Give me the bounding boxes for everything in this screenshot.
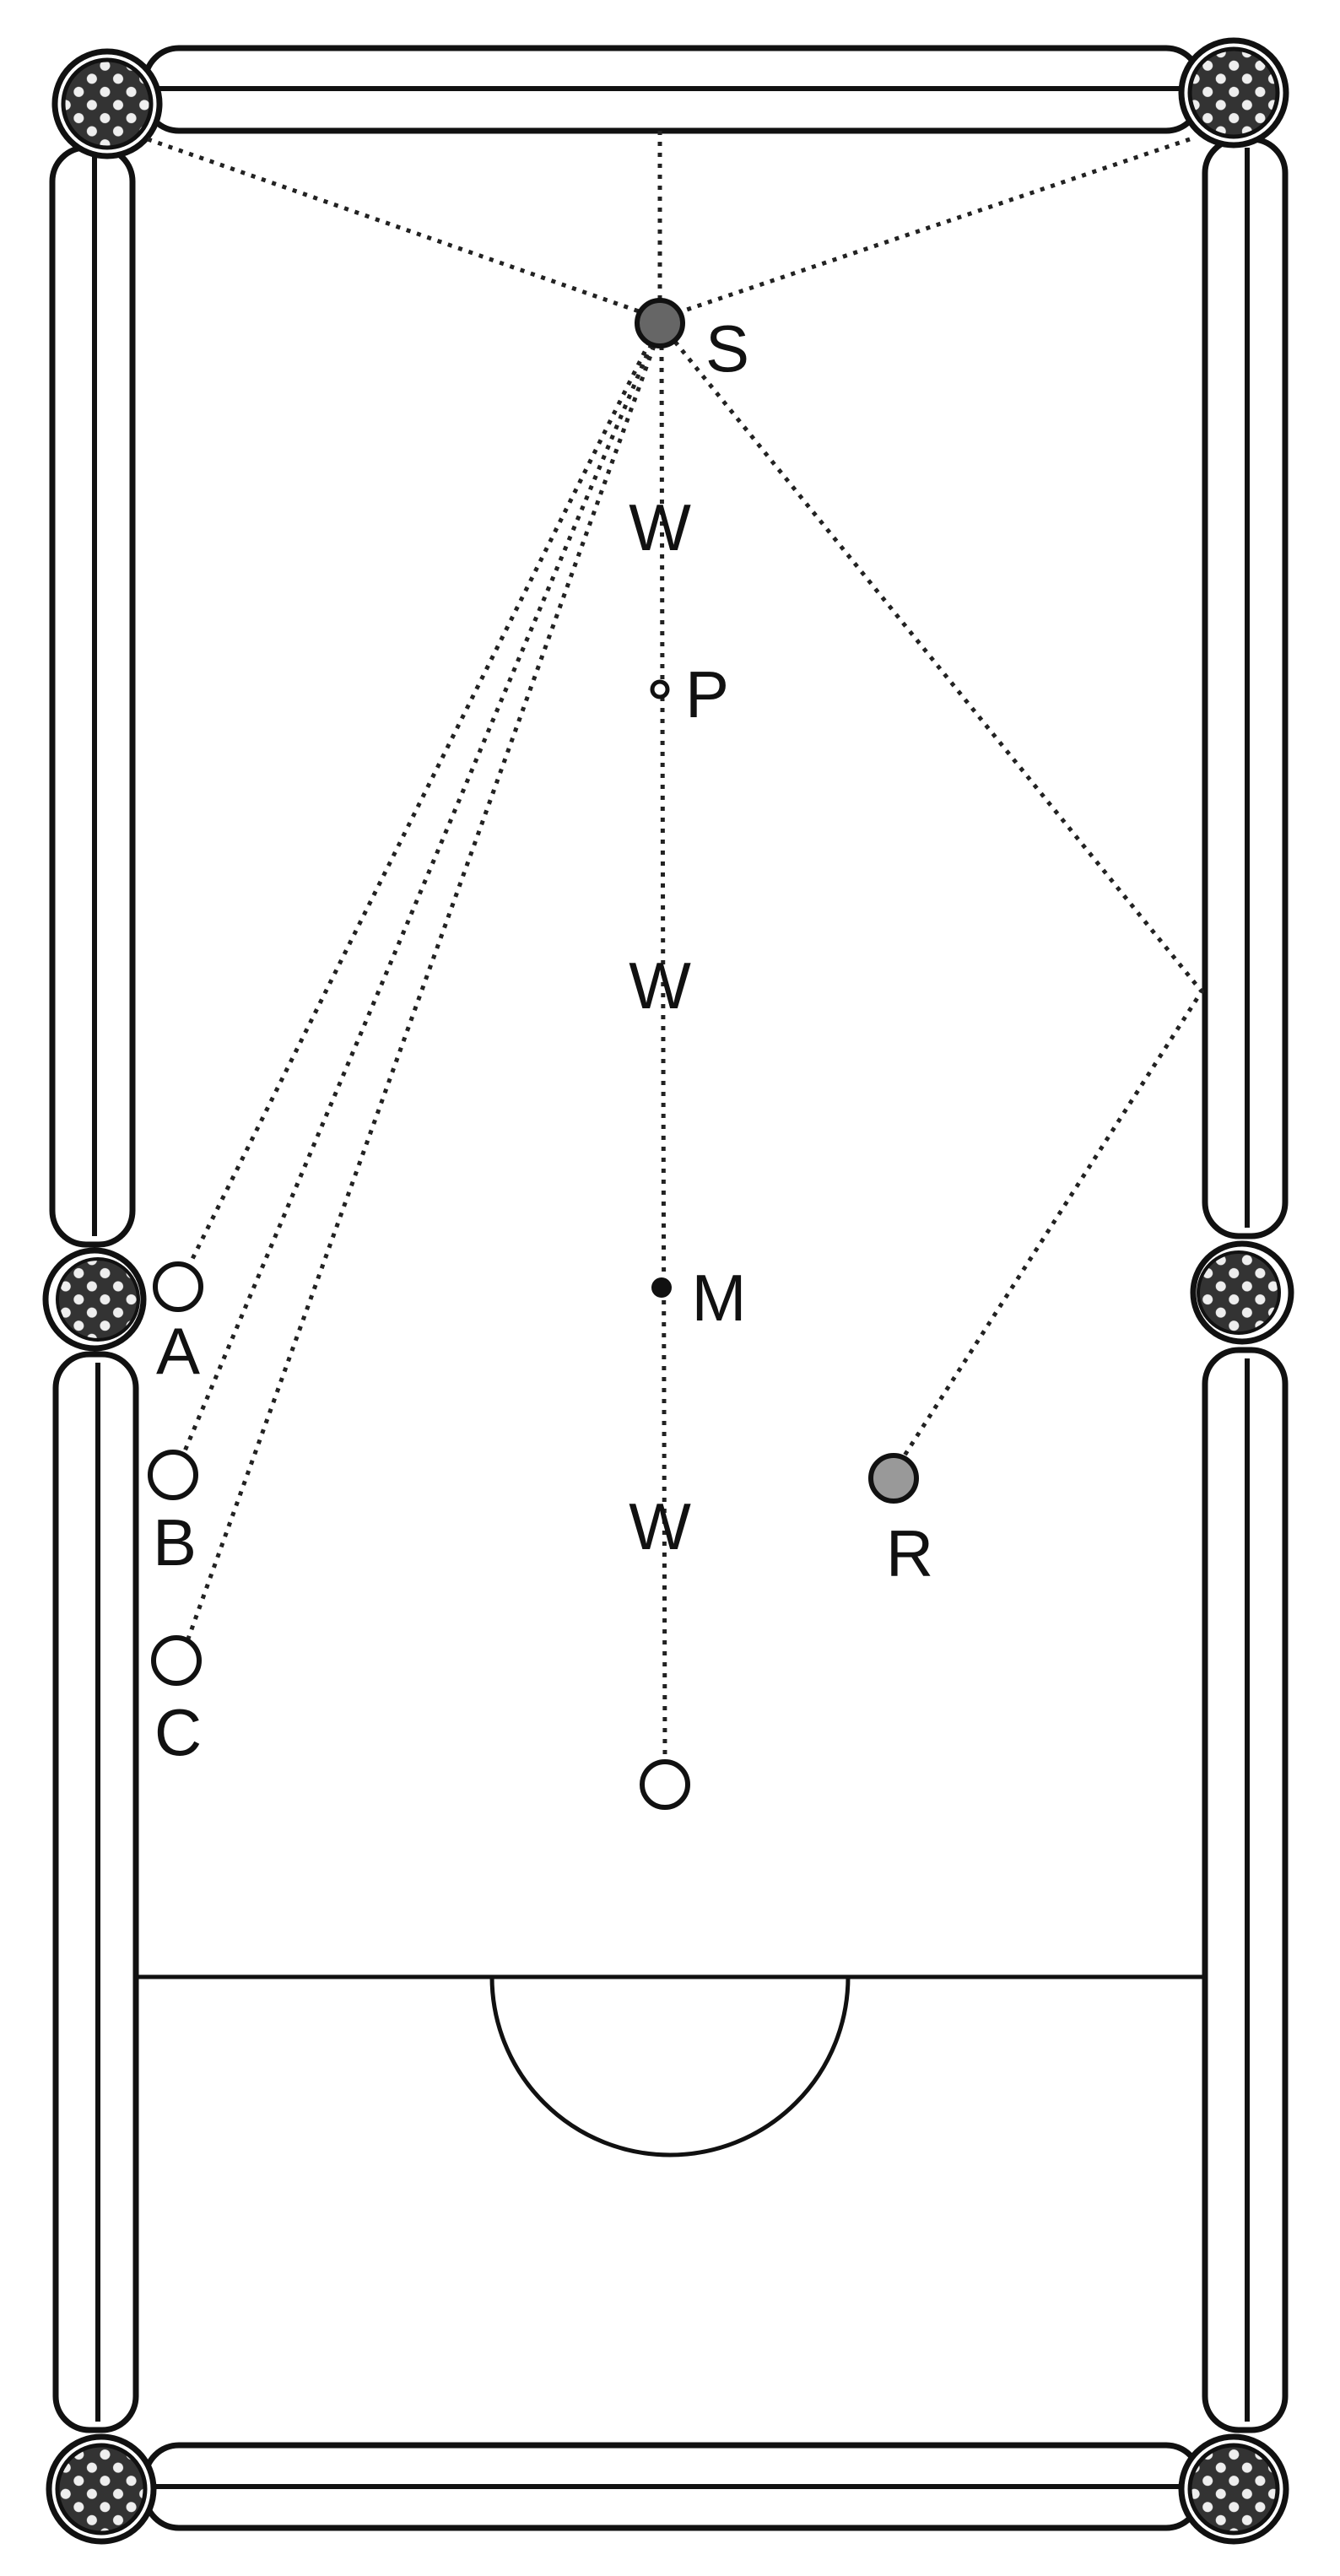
label-m: M (692, 1261, 747, 1335)
label-b: B (153, 1505, 197, 1580)
label-w-lower: W (629, 1489, 691, 1563)
label-c: C (154, 1695, 202, 1769)
shot-paths (147, 131, 1205, 1763)
path-s-to-b (181, 343, 654, 1454)
path-top-left-pocket-to-s (147, 137, 642, 315)
label-s: S (705, 311, 749, 386)
baulk-d-semicircle (489, 1976, 851, 2157)
ball-c (151, 1635, 202, 1686)
pocket-top-right (1178, 37, 1289, 149)
ball-a (153, 1261, 203, 1312)
cushion-left-upper (49, 144, 136, 1248)
pocket-bottom-left (46, 2433, 157, 2545)
path-s-to-a (186, 340, 652, 1267)
cue-ball (640, 1759, 690, 1810)
label-a: A (156, 1314, 200, 1388)
path-s-to-c (185, 345, 656, 1642)
path-s-to-r-off-cushion (673, 340, 1205, 1460)
cushion-top (142, 45, 1203, 134)
label-w-upper: W (629, 490, 691, 564)
pocket-top-left (51, 48, 163, 159)
spot-p (650, 679, 670, 699)
ball-r (868, 1453, 919, 1504)
ball-b (148, 1450, 198, 1500)
ball-s (635, 298, 685, 348)
cushion-left-lower (52, 1351, 139, 2433)
pocket-middle-right (1190, 1240, 1294, 1345)
path-top-right-pocket-to-s (678, 137, 1191, 315)
label-p: P (685, 657, 729, 732)
spot-m (651, 1277, 672, 1298)
cushion-bottom (142, 2442, 1203, 2531)
pocket-middle-left (42, 1247, 147, 1352)
label-w-middle: W (629, 948, 691, 1023)
pocket-bottom-right (1178, 2433, 1289, 2545)
cushion-right-upper (1202, 136, 1289, 1239)
label-r: R (886, 1516, 933, 1590)
cushion-right-lower (1202, 1347, 1289, 2433)
pockets (42, 37, 1294, 2545)
